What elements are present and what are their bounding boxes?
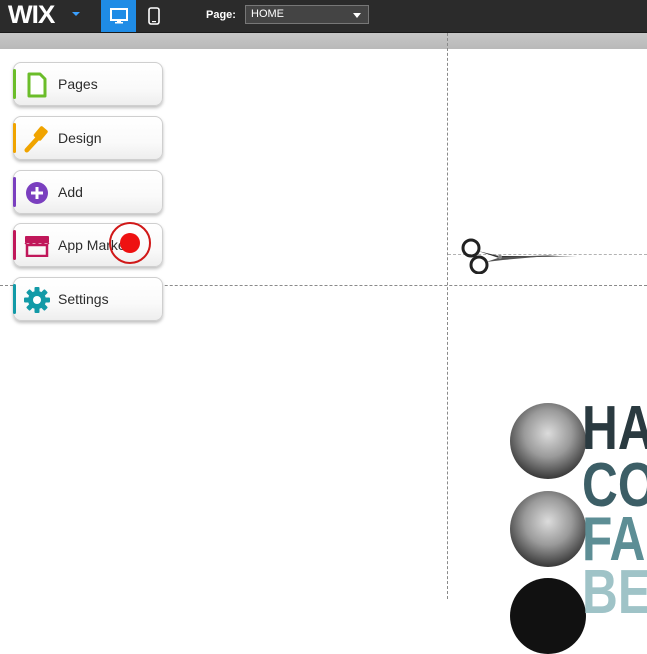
- headline-line[interactable]: HA: [582, 394, 647, 463]
- sidebar-item-label: Settings: [58, 291, 109, 307]
- page-select-value: HOME: [251, 8, 284, 20]
- plus-circle-icon: [24, 180, 50, 206]
- mobile-view-button[interactable]: [136, 0, 171, 32]
- click-indicator-marker: [109, 222, 151, 264]
- desktop-view-button[interactable]: [101, 0, 136, 32]
- headline-line[interactable]: CO: [582, 451, 647, 520]
- page-label: Page:: [206, 9, 236, 21]
- headline-line[interactable]: BE: [582, 558, 647, 627]
- logo-menu-caret-icon[interactable]: [72, 12, 80, 16]
- vertical-guide-line[interactable]: [447, 33, 448, 599]
- editor-ruler-strip: [0, 33, 647, 49]
- sidebar-item-add[interactable]: Add: [13, 170, 163, 214]
- sidebar-item-pages[interactable]: Pages: [13, 62, 163, 106]
- sidebar-item-label: Pages: [58, 76, 98, 92]
- paintbrush-icon: [24, 126, 50, 153]
- portrait-image[interactable]: [510, 491, 586, 567]
- editor-top-bar: WIX Page: HOME: [0, 0, 647, 33]
- horizontal-guide-line[interactable]: [0, 285, 647, 286]
- headline-line[interactable]: FA: [582, 505, 646, 574]
- sidebar-item-settings[interactable]: Settings: [13, 277, 163, 321]
- portrait-image[interactable]: [510, 403, 586, 479]
- sidebar-item-label: Design: [58, 130, 102, 146]
- gear-icon: [24, 287, 50, 313]
- sidebar-item-design[interactable]: Design: [13, 116, 163, 160]
- sidebar-item-label: Add: [58, 184, 83, 200]
- desktop-monitor-icon: [109, 8, 128, 24]
- store-icon: [24, 233, 50, 259]
- scissors-image[interactable]: [459, 236, 579, 274]
- pages-icon: [24, 72, 50, 98]
- mobile-phone-icon: [147, 7, 160, 25]
- horizontal-guide-line-secondary: [448, 254, 647, 255]
- page-select-dropdown[interactable]: HOME: [245, 5, 369, 24]
- wix-logo[interactable]: WIX: [7, 1, 55, 29]
- portrait-image[interactable]: [510, 578, 586, 654]
- dropdown-arrow-icon: [353, 13, 361, 18]
